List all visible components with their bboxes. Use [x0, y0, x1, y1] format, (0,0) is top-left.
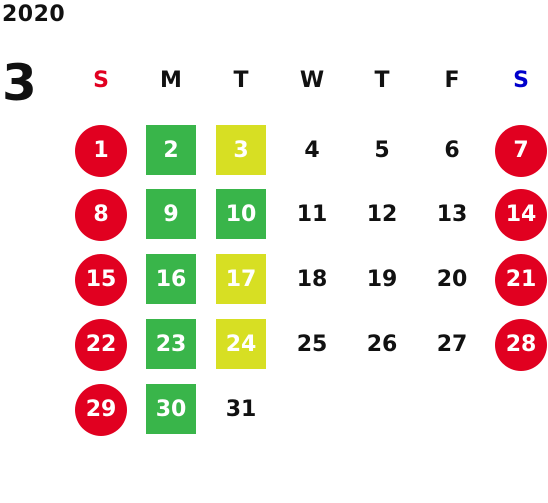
- day-number: 9: [163, 201, 179, 227]
- calendar-day: 21: [495, 254, 547, 306]
- calendar-day: 7: [495, 125, 547, 177]
- day-number: 24: [225, 331, 257, 357]
- calendar-day: 5: [356, 125, 408, 175]
- calendar-day: 29: [75, 384, 127, 436]
- calendar-day: 26: [356, 319, 408, 369]
- day-number: 4: [304, 137, 320, 163]
- day-number: 27: [436, 331, 468, 357]
- day-number: 28: [505, 331, 537, 357]
- day-number: 31: [225, 396, 257, 422]
- calendar-day: 30: [145, 384, 197, 434]
- calendar-day: 1: [75, 125, 127, 177]
- day-number: 10: [225, 201, 257, 227]
- day-number: 2: [163, 137, 179, 163]
- day-number: 15: [85, 266, 117, 292]
- day-number: 25: [296, 331, 328, 357]
- calendar-day: 6: [426, 125, 478, 175]
- calendar-day: 3: [215, 125, 267, 175]
- calendar-day: 17: [215, 254, 267, 304]
- day-number: 7: [513, 137, 529, 163]
- calendar-day: 23: [145, 319, 197, 369]
- day-number: 21: [505, 266, 537, 292]
- day-number: 30: [155, 396, 187, 422]
- weekday-header: S: [513, 67, 529, 93]
- day-number: 29: [85, 396, 117, 422]
- calendar-day: 27: [426, 319, 478, 369]
- day-number: 5: [374, 137, 390, 163]
- weekday-header: S: [93, 67, 109, 93]
- day-number: 18: [296, 266, 328, 292]
- calendar-day: 13: [426, 189, 478, 239]
- calendar-day: 24: [215, 319, 267, 369]
- calendar-day: 8: [75, 189, 127, 241]
- weekday-header: F: [444, 67, 460, 93]
- day-number: 19: [366, 266, 398, 292]
- calendar-day: 31: [215, 384, 267, 434]
- day-number: 8: [93, 201, 109, 227]
- day-number: 3: [233, 137, 249, 163]
- day-number: 12: [366, 201, 398, 227]
- day-number: 20: [436, 266, 468, 292]
- weekday-header: T: [374, 67, 390, 93]
- weekday-header: M: [160, 67, 182, 93]
- calendar-day: 12: [356, 189, 408, 239]
- calendar-day: 10: [215, 189, 267, 239]
- weekday-header: W: [299, 67, 325, 93]
- day-number: 13: [436, 201, 468, 227]
- calendar-day: 22: [75, 319, 127, 371]
- weekday-header: T: [233, 67, 249, 93]
- calendar-day: 25: [286, 319, 338, 369]
- day-number: 17: [225, 266, 257, 292]
- calendar-day: 16: [145, 254, 197, 304]
- day-number: 16: [155, 266, 187, 292]
- day-number: 1: [93, 137, 109, 163]
- day-number: 11: [296, 201, 328, 227]
- calendar-day: 14: [495, 189, 547, 241]
- day-number: 14: [505, 201, 537, 227]
- day-number: 23: [155, 331, 187, 357]
- month-number: 3: [2, 54, 37, 112]
- calendar-day: 2: [145, 125, 197, 175]
- calendar-day: 4: [286, 125, 338, 175]
- calendar-day: 20: [426, 254, 478, 304]
- calendar-day: 11: [286, 189, 338, 239]
- calendar-day: 28: [495, 319, 547, 371]
- day-number: 26: [366, 331, 398, 357]
- year-label: 2020: [2, 2, 66, 27]
- calendar-day: 9: [145, 189, 197, 239]
- calendar-day: 15: [75, 254, 127, 306]
- day-number: 22: [85, 331, 117, 357]
- day-number: 6: [444, 137, 460, 163]
- calendar-day: 19: [356, 254, 408, 304]
- calendar-day: 18: [286, 254, 338, 304]
